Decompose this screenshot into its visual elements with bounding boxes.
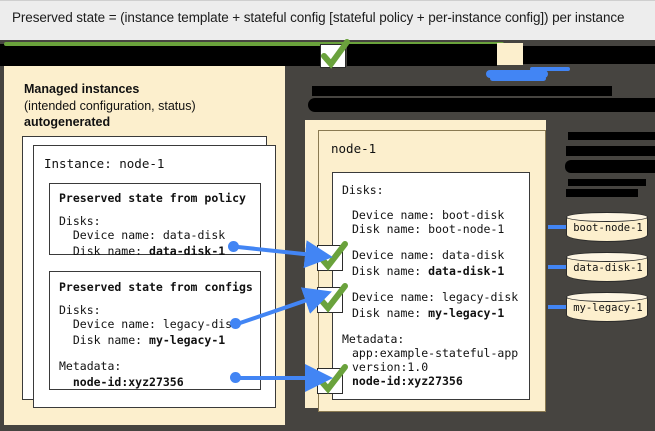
redacted-band-top-left (0, 44, 322, 66)
managed-instances-subtitle: (intended configuration, status) (24, 99, 196, 113)
managed-instances-title: Managed instances (24, 82, 140, 96)
disk-label: my-legacy-1 (573, 302, 643, 314)
caption-bar: Preserved state = (instance template + s… (0, 0, 655, 40)
policy-disk-name-key: Disk name: (59, 244, 150, 258)
status-check-icon-top (320, 39, 350, 69)
policy-disk-name-row: Disk name: data-disk-1 (59, 242, 225, 260)
preserved-state-configs-box (49, 271, 261, 390)
configs-metadata-indent (59, 375, 73, 389)
bottom-dark-strip (0, 425, 655, 431)
node-metadata-1: version:1.0 (352, 360, 429, 374)
configs-disk-name-key: Disk name: (59, 333, 150, 347)
node-disk-2-device: Device name: legacy-disk (352, 290, 519, 304)
configs-disks-label: Disks: (59, 303, 101, 317)
node-disk-1-disk-key: Disk name: (352, 264, 429, 278)
connector-origin-dot-policy-disk (228, 241, 239, 252)
node-metadata-label: Metadata: (342, 332, 405, 346)
redacted-band-top-right-2 (347, 44, 497, 66)
disk-cylinder-boot-node-1: boot-node-1 (566, 212, 648, 242)
green-underline-stroke (4, 42, 504, 46)
node-details-box (332, 172, 530, 400)
instance-heading: Instance: node-1 (44, 156, 165, 171)
configs-metadata-label: Metadata: (59, 359, 122, 373)
configs-metadata-value: node-id:xyz27356 (72, 375, 184, 389)
node-title: node-1 (331, 141, 377, 156)
redacted-line-2 (308, 98, 655, 112)
preserved-state-policy-title: Preserved state from policy (59, 191, 246, 205)
disk-label: boot-node-1 (573, 222, 643, 234)
preserved-state-configs-title: Preserved state from configs (59, 280, 253, 294)
policy-disks-label: Disks: (59, 214, 101, 228)
disk-cylinder-top (566, 252, 648, 262)
disk-cylinder-my-legacy-1: my-legacy-1 (566, 292, 648, 322)
redacted-line-1 (312, 86, 612, 96)
redacted-list-item-2 (566, 146, 655, 156)
node-disk-1-disk-row: Disk name: data-disk-1 (352, 262, 504, 280)
disk-label: data-disk-1 (573, 262, 643, 274)
node-disk-0-disk: Disk name: boot-node-1 (352, 222, 505, 236)
blue-highlight-scribble-1 (486, 70, 548, 78)
disk-cylinder-top (566, 292, 648, 302)
configs-disk-name-row: Disk name: my-legacy-1 (59, 331, 225, 349)
disk-link-data (548, 265, 574, 269)
node-disks-label: Disks: (342, 183, 384, 197)
cream-chip-top (497, 43, 523, 65)
node-disk-1-device: Device name: data-disk (352, 248, 505, 262)
managed-instances-note: autogenerated (24, 115, 111, 129)
node-disk-2-disk-value: my-legacy-1 (428, 306, 505, 320)
configs-disk-name-value: my-legacy-1 (149, 333, 226, 347)
disk-link-legacy (548, 305, 574, 309)
redacted-list-item-4 (568, 179, 646, 186)
node-disk-0-device: Device name: boot-disk (352, 208, 505, 222)
configs-device-name: Device name: legacy-disk (59, 317, 240, 331)
configs-metadata-row: node-id:xyz27356 (59, 373, 184, 391)
node-disk-1-disk-value: data-disk-1 (428, 264, 505, 278)
node-disk-2-disk-key: Disk name: (352, 306, 429, 320)
preserved-state-policy-box (49, 183, 261, 255)
blue-highlight-scribble-3 (530, 67, 570, 71)
redacted-list-item-5 (566, 189, 638, 197)
redacted-list-item-3 (565, 160, 655, 173)
policy-device-name: Device name: data-disk (59, 228, 226, 242)
disk-cylinder-data-disk-1: data-disk-1 (566, 252, 648, 282)
redacted-band-top-right-3 (523, 46, 655, 64)
status-check-icon-legacy-disk (317, 283, 348, 313)
status-check-icon-node-id (317, 364, 348, 394)
policy-disk-name-value: data-disk-1 (149, 244, 226, 258)
connector-origin-dot-metadata (230, 372, 241, 383)
connector-origin-dot-configs-disk (230, 318, 241, 329)
redacted-list-item-1 (568, 132, 655, 140)
page-title: Preserved state = (instance template + s… (12, 10, 625, 25)
node-disk-2-disk-row: Disk name: my-legacy-1 (352, 304, 504, 322)
disk-link-boot (548, 225, 574, 229)
blue-highlight-scribble-2 (490, 76, 546, 81)
status-check-icon-data-disk (317, 241, 348, 271)
node-metadata-0: app:example-stateful-app (352, 346, 519, 360)
node-metadata-2: node-id:xyz27356 (352, 374, 463, 388)
disk-cylinder-top (566, 212, 648, 222)
